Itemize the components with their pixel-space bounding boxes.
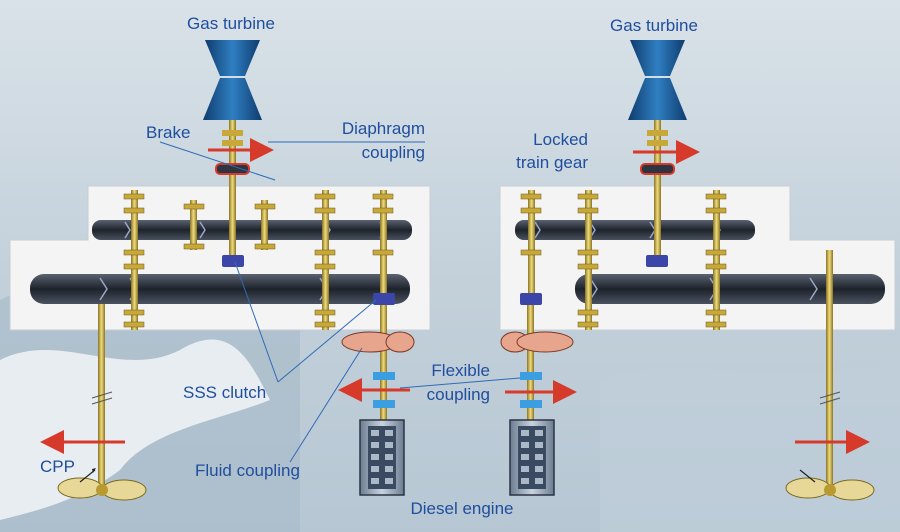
leader-lines bbox=[159, 141, 521, 463]
sss-clutch-icon-lower-right bbox=[520, 293, 542, 305]
wave-right bbox=[600, 360, 900, 532]
label-fluid-coupling: Fluid coupling bbox=[195, 461, 300, 480]
label-train-gear: train gear bbox=[516, 153, 588, 172]
label-locked: Locked bbox=[533, 130, 588, 149]
diesel-engine-icon bbox=[359, 419, 405, 496]
label-brake: Brake bbox=[146, 123, 190, 142]
propeller-icon-right bbox=[785, 469, 875, 501]
upper-gear-train-left bbox=[92, 220, 412, 240]
label-gas-turbine-right: Gas turbine bbox=[610, 16, 698, 35]
direction-arrow-icon bbox=[40, 138, 870, 454]
label-diaphragm: Diaphragm bbox=[342, 119, 425, 138]
turbine-shaft-left bbox=[229, 120, 236, 260]
label-flexible: Flexible bbox=[431, 361, 490, 380]
gas-turbine-icon bbox=[203, 40, 262, 120]
flexible-coupling-right-2 bbox=[520, 400, 542, 408]
flexible-coupling-right bbox=[520, 372, 542, 380]
label-sss-clutch: SSS clutch bbox=[183, 383, 266, 402]
bearing-collars-left bbox=[123, 193, 394, 328]
diaphragm-coupling-left-2 bbox=[222, 140, 243, 146]
propeller-shaft-left bbox=[98, 304, 105, 489]
gas-turbine-icon-right bbox=[628, 40, 687, 120]
wave-foam bbox=[0, 339, 270, 520]
main-gear-left bbox=[30, 274, 410, 304]
flexible-coupling-left bbox=[373, 372, 395, 380]
brake-disc-left bbox=[215, 163, 250, 175]
turbine-shaft-right bbox=[654, 120, 661, 260]
turbine-coupling-right-2 bbox=[647, 140, 668, 146]
diaphragm-coupling-left bbox=[222, 130, 243, 136]
diesel-shaft-right bbox=[527, 305, 534, 435]
diesel-shaft-left bbox=[380, 305, 387, 435]
bearing-collars-right bbox=[520, 193, 727, 328]
turbine-coupling-right bbox=[647, 130, 668, 136]
sss-clutch-icon-lower-left bbox=[373, 293, 395, 305]
label-coupling: coupling bbox=[362, 143, 425, 162]
flexible-coupling-left-2 bbox=[373, 400, 395, 408]
label-diesel-engine: Diesel engine bbox=[410, 499, 513, 518]
sss-clutch-icon-right bbox=[646, 255, 668, 267]
label-gas-turbine-left: Gas turbine bbox=[187, 14, 275, 33]
locked-train-gear-icon bbox=[640, 163, 675, 175]
shaft-break-marks bbox=[91, 391, 841, 405]
fluid-coupling-icon-right bbox=[500, 331, 574, 353]
pinion-shafts-right bbox=[528, 190, 720, 330]
pinion-shafts-left bbox=[131, 190, 387, 330]
label-cpp: CPP bbox=[40, 457, 75, 476]
propeller-icon bbox=[57, 468, 147, 501]
label-flexible-coupling: coupling bbox=[427, 385, 490, 404]
main-gear-right bbox=[575, 274, 885, 304]
propeller-shaft-right bbox=[826, 250, 833, 490]
sss-clutch-icon bbox=[222, 255, 244, 267]
diesel-engine-icon-right bbox=[509, 419, 555, 496]
upper-gear-train-right bbox=[515, 220, 755, 240]
fluid-coupling-icon bbox=[341, 331, 415, 353]
